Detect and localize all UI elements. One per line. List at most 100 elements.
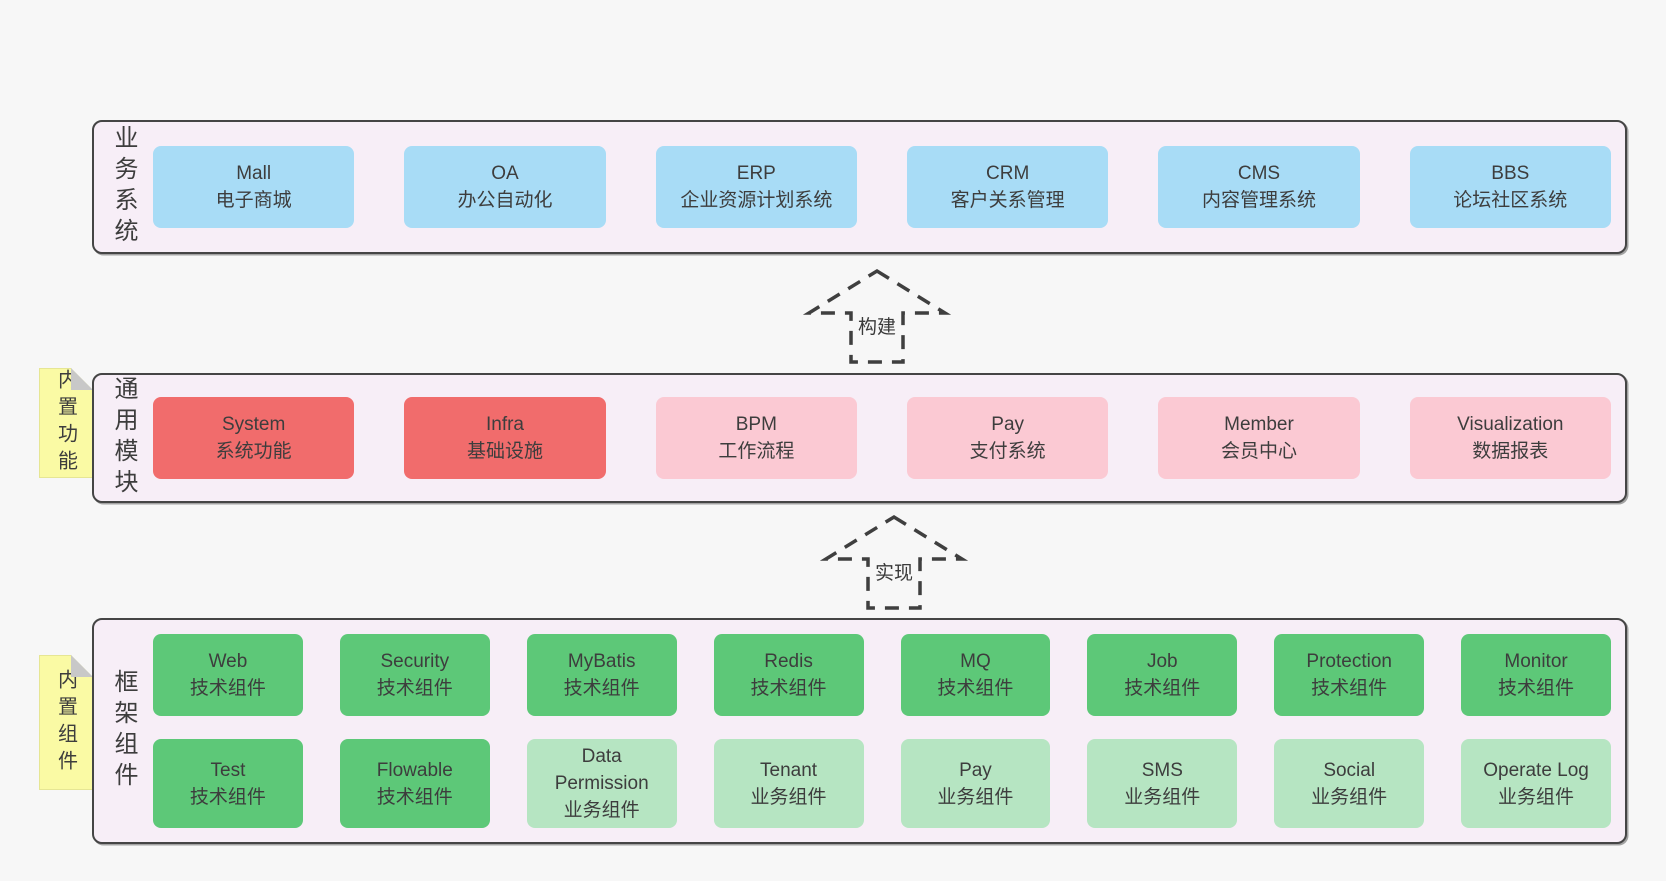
business-systems-label: 业务系统 (110, 125, 137, 249)
node-title: CMS (1237, 163, 1281, 184)
node-protection: Protection 技术组件 (1274, 634, 1425, 716)
fold-corner-icon (71, 655, 93, 677)
node-title: Infra (485, 414, 524, 435)
node-oa: OA 办公自动化 (404, 146, 606, 228)
node-data-permission: Data Permission 业务组件 (526, 739, 677, 828)
node-title: Protection (1306, 651, 1392, 672)
node-bpm: BPM 工作流程 (655, 397, 857, 479)
node-title: SMS (1141, 759, 1183, 781)
node-title: Web (208, 651, 248, 672)
node-title: MyBatis (567, 651, 636, 672)
framework-components-grid: Web 技术组件 Security 技术组件 MyBatis 技术组件 Redi… (153, 620, 1625, 842)
framework-row-1: Web 技术组件 Security 技术组件 MyBatis 技术组件 Redi… (153, 634, 1611, 716)
node-subtitle: 论坛社区系统 (1453, 190, 1568, 211)
common-modules-label: 通用模块 (110, 376, 137, 500)
node-crm: CRM 客户关系管理 (906, 146, 1109, 228)
up-arrow-icon (819, 514, 969, 610)
implement-arrow: 实现 (809, 512, 979, 612)
node-operate-log: Operate Log 业务组件 (1461, 739, 1611, 828)
node-subtitle: 系统功能 (215, 441, 292, 462)
node-system: System 系统功能 (153, 397, 355, 479)
framework-components-section: 框架组件 Web 技术组件 Security 技术组件 MyBatis 技术组件… (92, 618, 1627, 844)
node-infra: Infra 基础设施 (404, 397, 606, 479)
node-title: Monitor (1504, 651, 1568, 672)
node-subtitle: 业务组件 (750, 786, 827, 808)
node-title: Mall (236, 163, 272, 184)
node-redis: Redis 技术组件 (713, 634, 864, 716)
node-title: Job (1146, 651, 1178, 672)
node-title: Tenant (760, 759, 818, 781)
node-subtitle: 技术组件 (1124, 678, 1201, 699)
common-modules-row: System 系统功能 Infra 基础设施 BPM 工作流程 Pay 支付系统… (153, 375, 1625, 501)
node-subtitle: 业务组件 (1124, 786, 1201, 808)
node-title: Visualization (1457, 414, 1564, 435)
node-subtitle: 技术组件 (376, 678, 453, 699)
node-pay-biz: Pay 业务组件 (900, 739, 1051, 828)
node-subtitle: 技术组件 (1311, 678, 1388, 699)
up-arrow-icon (802, 268, 952, 364)
node-title: BBS (1491, 163, 1530, 184)
node-title: ERP (736, 163, 776, 184)
framework-row-2: Test 技术组件 Flowable 技术组件 Data Permission … (153, 739, 1611, 828)
built-in-components-tab: 内置组件 (39, 655, 93, 790)
node-subtitle: 支付系统 (969, 441, 1046, 462)
node-title: Social (1323, 759, 1376, 781)
node-job: Job 技术组件 (1087, 634, 1238, 716)
node-subtitle: 客户关系管理 (950, 190, 1065, 211)
node-visualization: Visualization 数据报表 (1409, 397, 1611, 479)
node-subtitle: 技术组件 (376, 786, 453, 808)
node-erp: ERP 企业资源计划系统 (655, 146, 857, 228)
node-title: Data Permission (554, 746, 649, 794)
node-subtitle: 业务组件 (563, 800, 640, 821)
node-title: Flowable (376, 759, 453, 781)
node-bbs: BBS 论坛社区系统 (1409, 146, 1611, 228)
node-subtitle: 业务组件 (1498, 786, 1575, 808)
node-subtitle: 数据报表 (1472, 441, 1549, 462)
node-web: Web 技术组件 (153, 634, 303, 716)
node-title: Test (210, 759, 246, 781)
node-title: OA (491, 163, 519, 184)
node-title: Member (1224, 414, 1294, 435)
node-security: Security 技术组件 (339, 634, 490, 716)
fold-corner-icon (71, 368, 93, 390)
node-subtitle: 技术组件 (1498, 678, 1575, 699)
node-member: Member 会员中心 (1158, 397, 1360, 479)
common-modules-section: 通用模块 System 系统功能 Infra 基础设施 BPM 工作流程 Pay… (92, 373, 1627, 503)
node-subtitle: 企业资源计划系统 (680, 190, 833, 211)
node-subtitle: 技术组件 (563, 678, 640, 699)
node-subtitle: 业务组件 (1311, 786, 1388, 808)
node-subtitle: 工作流程 (718, 441, 795, 462)
node-sms: SMS 业务组件 (1087, 739, 1238, 828)
implement-arrow-label: 实现 (871, 558, 917, 585)
business-systems-section: 业务系统 Mall 电子商城 OA 办公自动化 ERP 企业资源计划系统 CRM… (92, 120, 1627, 254)
node-pay: Pay 支付系统 (906, 397, 1109, 479)
build-arrow-label: 构建 (854, 312, 900, 339)
node-title: Redis (764, 651, 813, 672)
node-tenant: Tenant 业务组件 (713, 739, 864, 828)
node-cms: CMS 内容管理系统 (1158, 146, 1360, 228)
node-subtitle: 电子商城 (215, 190, 292, 211)
node-subtitle: 技术组件 (750, 678, 827, 699)
node-subtitle: 技术组件 (189, 786, 266, 808)
node-title: Operate Log (1483, 759, 1589, 781)
node-title: Pay (991, 414, 1025, 435)
node-test: Test 技术组件 (153, 739, 303, 828)
node-subtitle: 会员中心 (1220, 441, 1297, 462)
node-monitor: Monitor 技术组件 (1461, 634, 1611, 716)
build-arrow: 构建 (792, 266, 962, 366)
node-subtitle: 办公自动化 (457, 190, 553, 211)
node-mall: Mall 电子商城 (153, 146, 355, 228)
framework-components-label: 框架组件 (110, 669, 137, 793)
node-title: Pay (959, 759, 992, 781)
node-subtitle: 业务组件 (937, 786, 1014, 808)
node-title: MQ (960, 651, 991, 672)
node-title: BPM (735, 414, 777, 435)
node-subtitle: 内容管理系统 (1201, 190, 1316, 211)
node-mq: MQ 技术组件 (900, 634, 1051, 716)
node-flowable: Flowable 技术组件 (339, 739, 490, 828)
business-systems-row: Mall 电子商城 OA 办公自动化 ERP 企业资源计划系统 CRM 客户关系… (153, 122, 1625, 252)
node-subtitle: 技术组件 (937, 678, 1014, 699)
node-title: System (221, 414, 286, 435)
node-title: CRM (986, 163, 1030, 184)
